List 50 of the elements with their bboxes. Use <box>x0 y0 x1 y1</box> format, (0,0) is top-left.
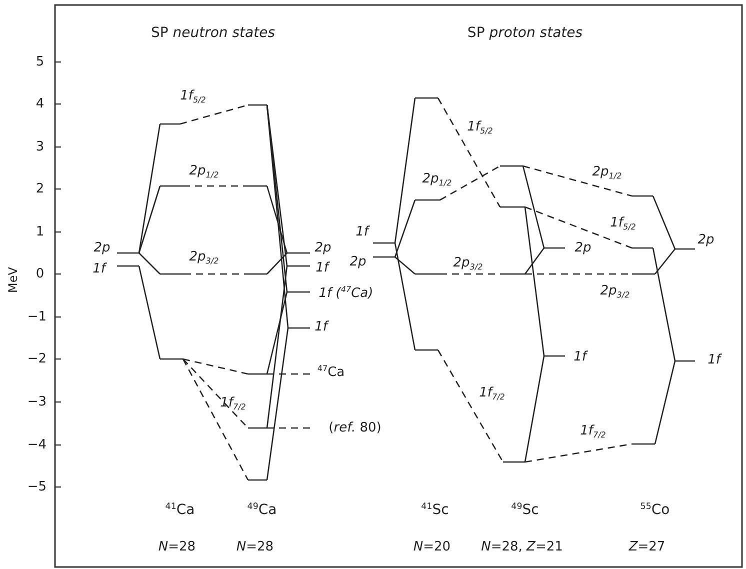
nucleon-number-label: N=28, Z=21 <box>481 540 563 554</box>
nucleus-label: $^{55}$Co <box>640 502 670 518</box>
level-label: 2p$_{1/2}$ <box>422 172 452 188</box>
nucleus-label: $^{49}$Sc <box>511 502 539 518</box>
nucleon-number-label: Z=27 <box>628 540 666 554</box>
tick-label: −4 <box>27 438 47 452</box>
tick-label: −5 <box>27 480 47 494</box>
level-label: (ref. 80) <box>328 422 382 434</box>
level-label: 2p$_{3/2}$ <box>600 284 630 300</box>
tick-label: 1 <box>36 226 44 238</box>
tick-label: 3 <box>36 140 44 154</box>
nucleon-number-label: N=28 <box>158 540 196 554</box>
tick-label: −1 <box>27 310 47 324</box>
tick-label: −2 <box>27 352 47 366</box>
level-label: 1f <box>356 226 368 238</box>
tick-label: 0 <box>36 268 44 280</box>
level-label: 1f$_{7/2}$ <box>479 386 505 402</box>
panel-heading: SP neutron states <box>150 26 276 40</box>
nucleus-label: $^{41}$Sc <box>421 502 449 518</box>
level-label: 1f <box>92 262 106 276</box>
level-label: 2p <box>314 242 332 254</box>
level-label: 2p$_{3/2}$ <box>453 256 483 272</box>
level-label: 1f$_{7/2}$ <box>580 424 606 440</box>
level-label: 1f ($^{47}$Ca) <box>318 286 374 300</box>
level-label: 1f$_{5/2}$ <box>610 216 636 232</box>
tick-label: −3 <box>27 396 47 408</box>
nucleon-number-label: N=20 <box>413 540 451 554</box>
nucleon-number-label: N=28 <box>236 540 274 554</box>
level-label: 2p$_{1/2}$ <box>592 166 622 180</box>
level-label: 1f$_{5/2}$ <box>180 90 206 104</box>
level-label: 1f <box>574 350 586 364</box>
tick-label: 2 <box>36 182 44 196</box>
level-label: 1f$_{7/2}$ <box>220 396 246 412</box>
tick-label: 4 <box>36 98 44 110</box>
level-label: 2p$_{3/2}$ <box>189 250 219 266</box>
axis-title: MeV <box>7 267 19 293</box>
level-label: 1f <box>316 262 328 274</box>
level-label: 2p <box>94 242 110 254</box>
level-label: $^{47}$Ca <box>317 365 345 379</box>
panel-heading: SP proton states <box>467 26 583 40</box>
level-label: 1f$_{5/2}$ <box>467 120 493 136</box>
level-label: 2p <box>698 234 714 246</box>
nucleus-label: $^{49}$Ca <box>247 502 277 518</box>
level-label: 2p <box>350 256 366 268</box>
level-label: 2p$_{1/2}$ <box>189 164 219 180</box>
level-label: 2p <box>574 242 592 254</box>
level-label: 1f <box>708 354 720 366</box>
tick-label: 5 <box>36 56 44 68</box>
level-label: 1f <box>314 320 328 334</box>
nucleus-label: $^{41}$Ca <box>165 502 195 518</box>
